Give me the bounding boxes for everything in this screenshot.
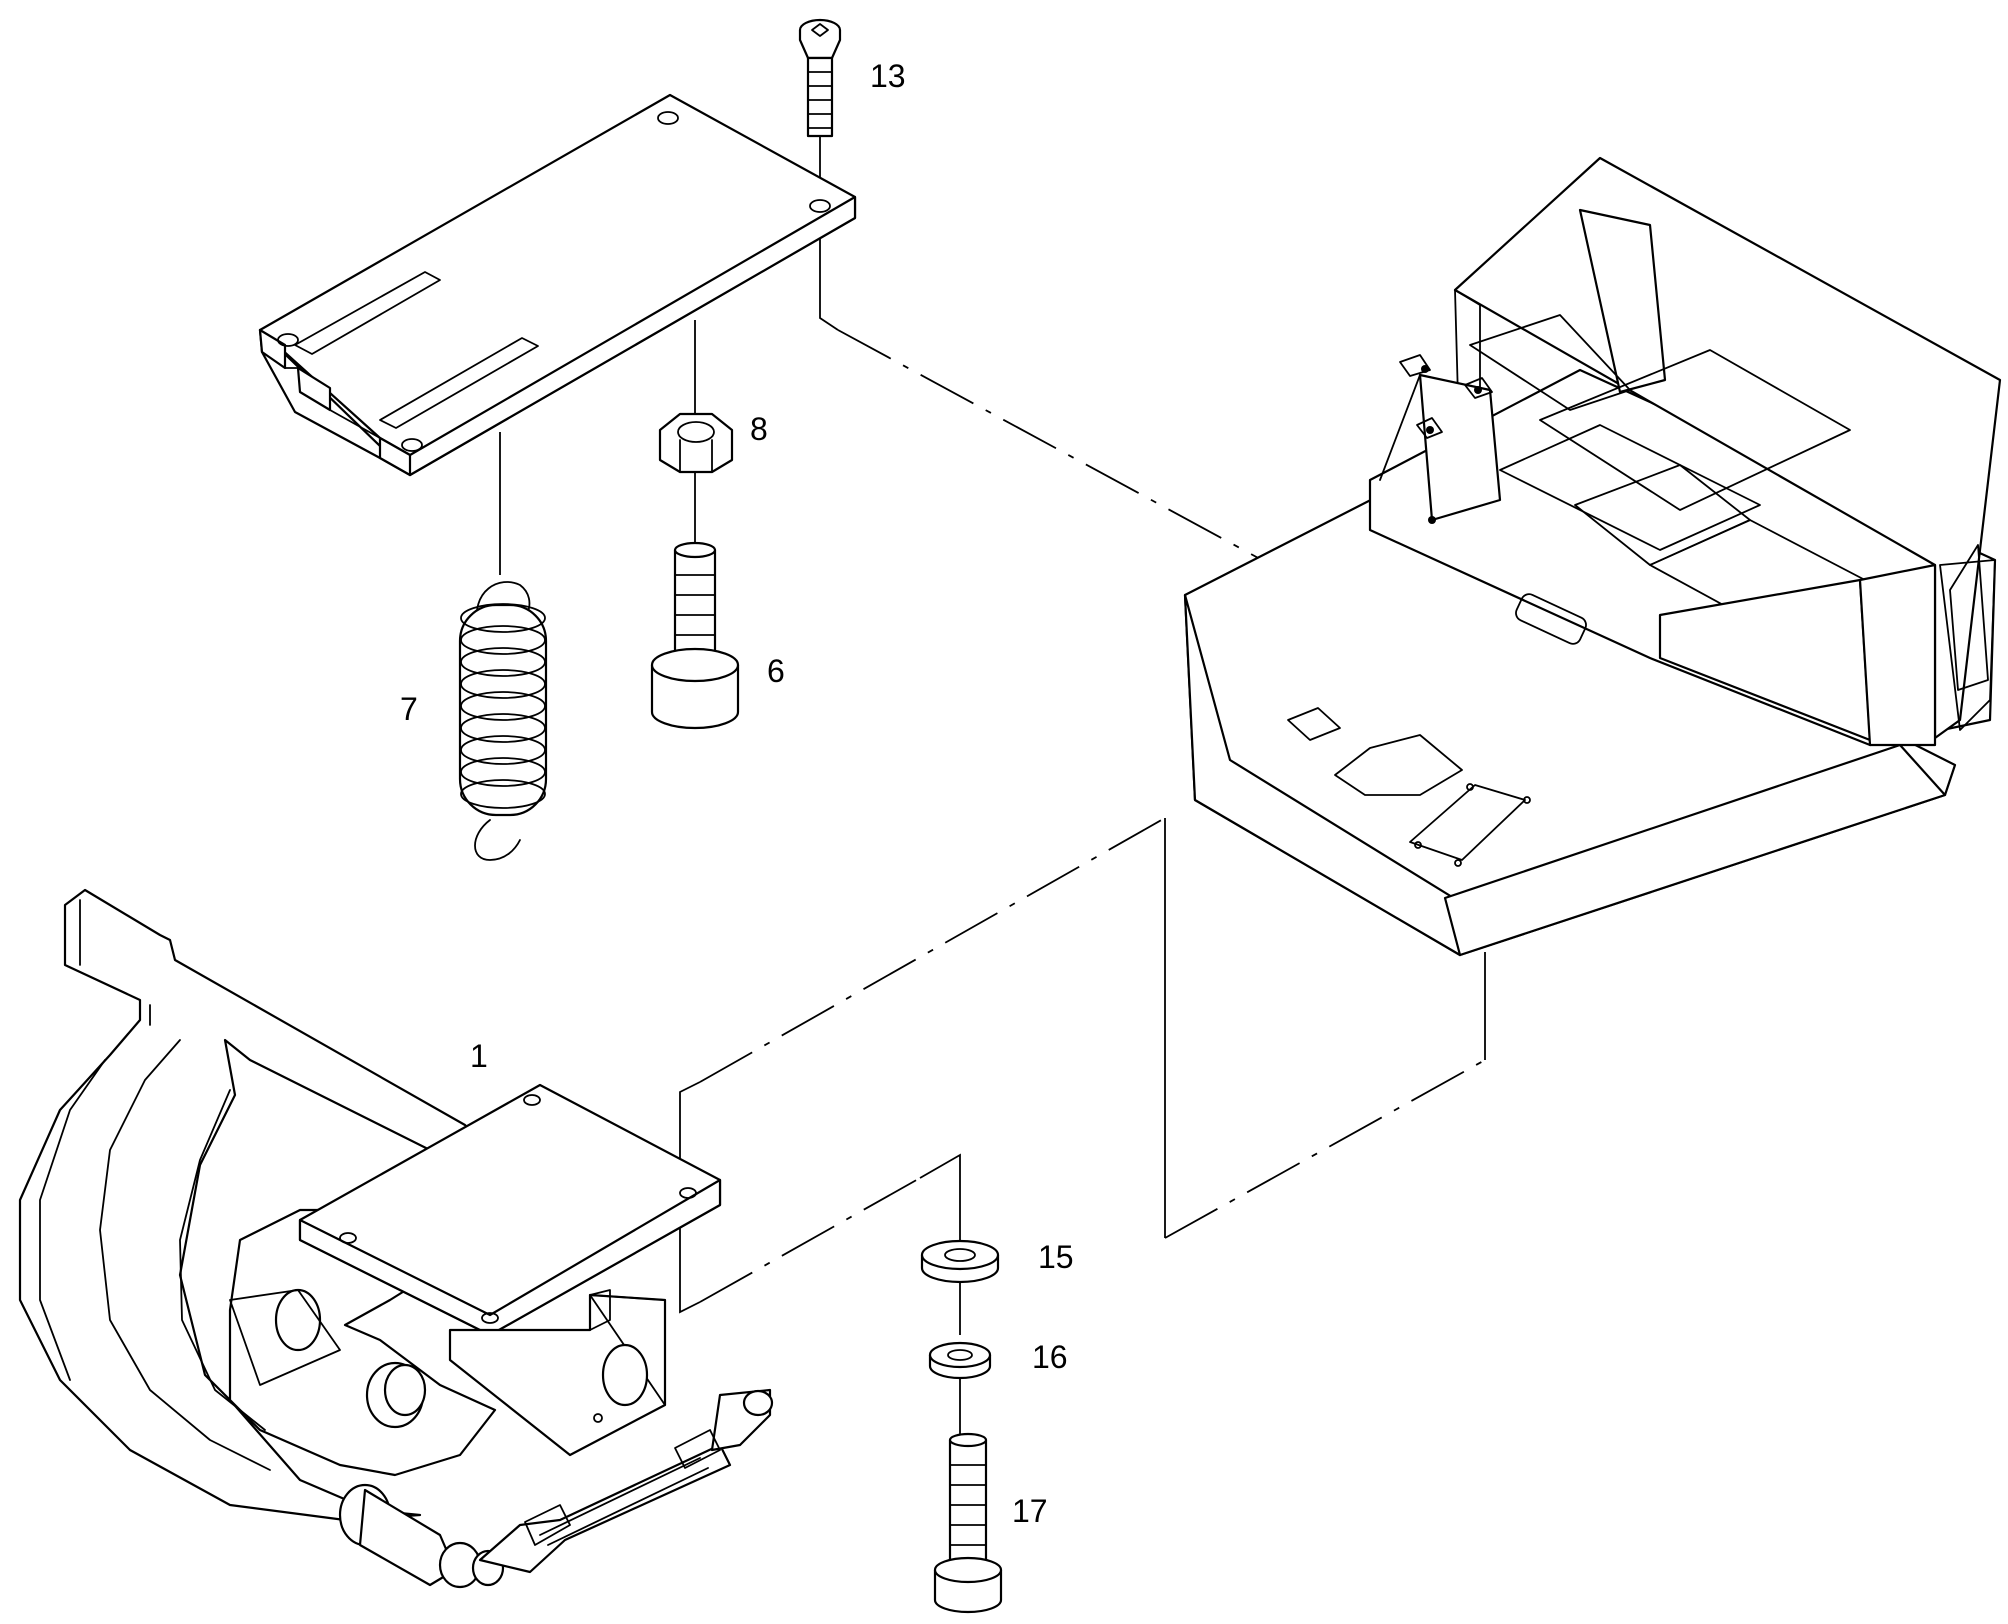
cap-screw bbox=[933, 1432, 1003, 1614]
spacer-bolt bbox=[650, 541, 740, 730]
cover-plate bbox=[258, 93, 857, 477]
callout-6: 6 bbox=[767, 653, 785, 689]
countersunk-screw bbox=[798, 18, 842, 138]
callout-16: 16 bbox=[1032, 1339, 1068, 1375]
hex-nut bbox=[658, 412, 734, 474]
assembly-lines bbox=[499, 125, 1528, 1440]
callout-1: 1 bbox=[470, 1038, 488, 1074]
base-housing bbox=[1183, 156, 2002, 957]
flat-washer-small bbox=[928, 1341, 992, 1380]
callout-7: 7 bbox=[400, 691, 418, 727]
callout-13: 13 bbox=[870, 58, 906, 94]
callout-labels: 1 6 7 8 13 15 16 17 bbox=[400, 58, 1074, 1529]
callout-17: 17 bbox=[1012, 1493, 1048, 1529]
tension-spring bbox=[458, 581, 548, 861]
flat-washer-large bbox=[920, 1239, 1000, 1284]
callout-15: 15 bbox=[1038, 1239, 1074, 1275]
pedal-assembly bbox=[18, 888, 774, 1589]
callout-8: 8 bbox=[750, 411, 768, 447]
